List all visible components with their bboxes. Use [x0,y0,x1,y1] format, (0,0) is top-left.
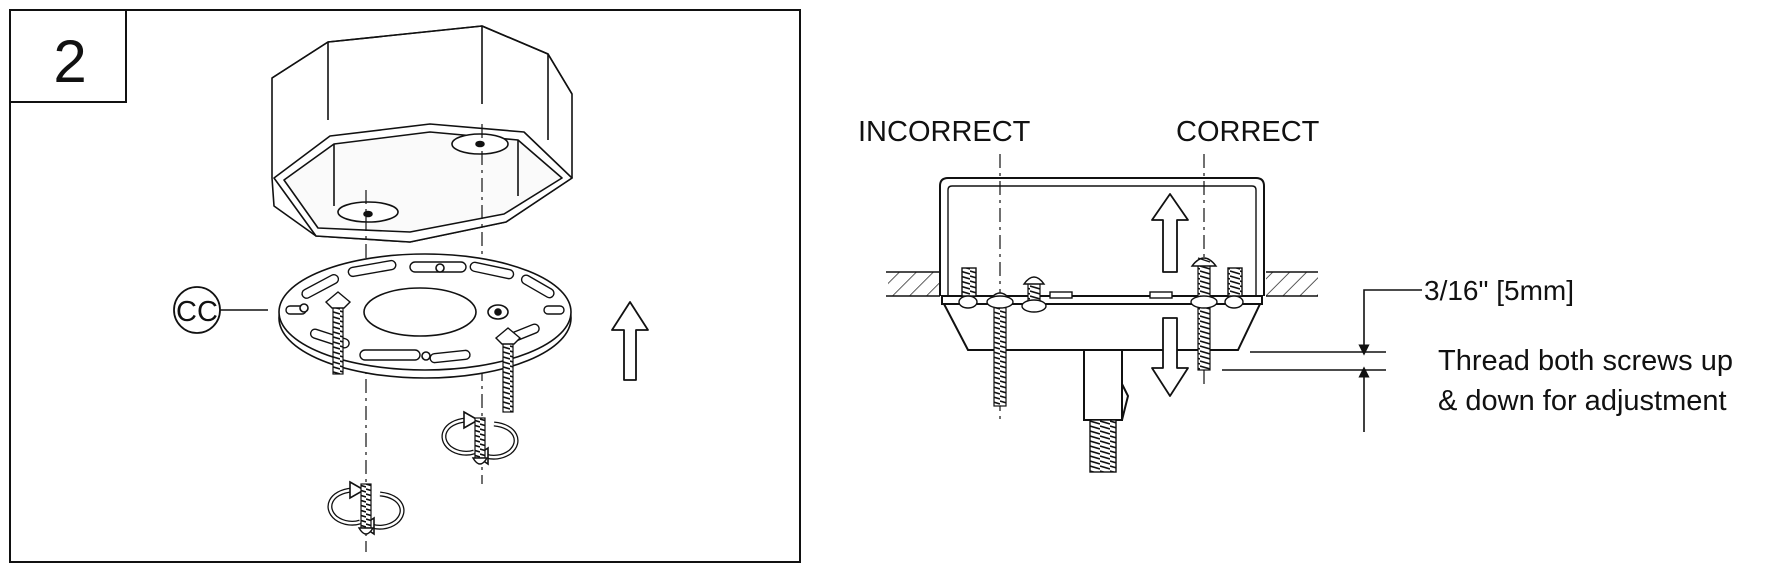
correct-label: CORRECT [1176,116,1320,148]
canopy [941,295,1263,473]
step-number: 2 [53,28,86,95]
panel-frame [9,9,801,563]
right-panel: INCORRECT CORRECT [858,116,1733,473]
incorrect-label: INCORRECT [858,116,1031,148]
mounting-bracket [278,253,572,379]
rotate-arrows-icon [327,480,405,536]
junction-box [939,177,1265,296]
part-callout: CC [173,286,268,334]
instruction-line-1: Thread both screws up [1438,345,1733,377]
gap-dimension [1222,289,1422,432]
instruction-line-2: & down for adjustment [1438,385,1727,417]
screw-icon [1190,154,1218,386]
left-panel: 2 [9,9,801,563]
screw-icon [986,154,1014,424]
down-arrow-icon [1151,317,1189,397]
rotate-arrows-icon [441,410,519,466]
step-number-box: 2 [9,9,127,103]
screw-icon [494,327,522,413]
junction-box [271,25,573,243]
screw-icon [1021,276,1047,313]
ceiling [886,271,1318,297]
up-arrow-icon [611,301,649,381]
gap-dimension-label: 3/16" [5mm] [1424,275,1574,306]
part-callout-label: CC [176,296,218,328]
screw-icon [324,291,352,375]
up-arrow-icon [1151,193,1189,273]
bracket-tabs [958,267,1244,309]
